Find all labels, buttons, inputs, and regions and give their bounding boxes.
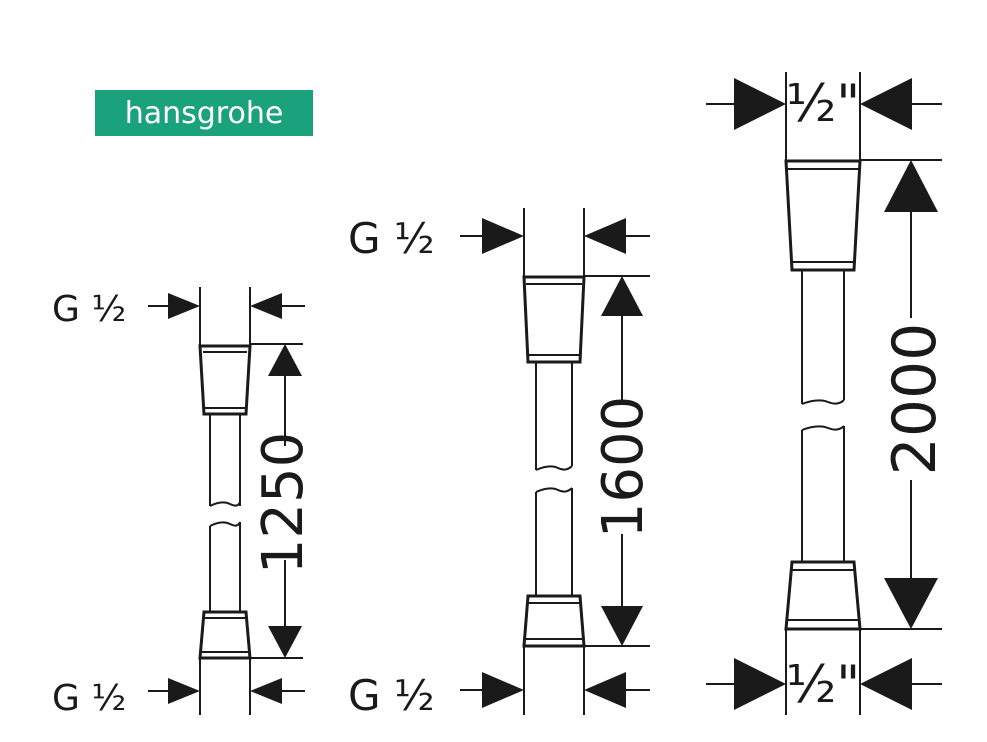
- hose-2000: ½" 2000 ½": [706, 72, 950, 715]
- arrow-icon: [250, 678, 282, 704]
- hose-3-top-connection-label: ½": [786, 74, 860, 134]
- arrow-icon: [482, 672, 524, 708]
- hose-1-bottom-connection-label: G ½: [52, 678, 126, 719]
- arrow-icon: [584, 672, 626, 708]
- hose-2-body: [522, 275, 586, 648]
- arrow-icon: [884, 160, 938, 212]
- logo-text: hansgrohe: [125, 96, 284, 131]
- arrow-icon: [601, 606, 643, 646]
- hose-1-top-connection-label: G ½: [52, 289, 126, 330]
- hose-1-length-label: 1250: [251, 432, 316, 575]
- arrow-icon: [168, 293, 200, 319]
- arrow-icon: [601, 276, 643, 316]
- arrow-icon: [482, 218, 524, 254]
- hose-2-top-connection-label: G ½: [348, 214, 435, 263]
- hose-1600: G ½ 1600 G ½: [348, 208, 656, 720]
- arrow-icon: [734, 658, 786, 710]
- arrow-icon: [884, 578, 938, 629]
- hose-2-bottom-connection-label: G ½: [348, 671, 435, 720]
- hose-2-length-label: 1600: [591, 396, 656, 539]
- arrow-icon: [860, 78, 912, 130]
- hose-3-length-label: 2000: [880, 323, 950, 476]
- arrow-icon: [734, 78, 786, 130]
- arrow-icon: [250, 293, 282, 319]
- arrow-icon: [860, 658, 912, 710]
- hose-1-body: [198, 344, 252, 660]
- hose-1250: G ½ 1250 G ½: [52, 287, 316, 719]
- arrow-icon: [584, 218, 626, 254]
- logo-background: [95, 90, 313, 136]
- arrow-icon: [168, 678, 200, 704]
- arrow-icon: [268, 626, 302, 658]
- hansgrohe-logo: hansgrohe: [95, 90, 313, 136]
- hose-3-bottom-connection-label: ½": [786, 655, 860, 715]
- hose-3-body: [784, 159, 862, 631]
- arrow-icon: [268, 344, 302, 376]
